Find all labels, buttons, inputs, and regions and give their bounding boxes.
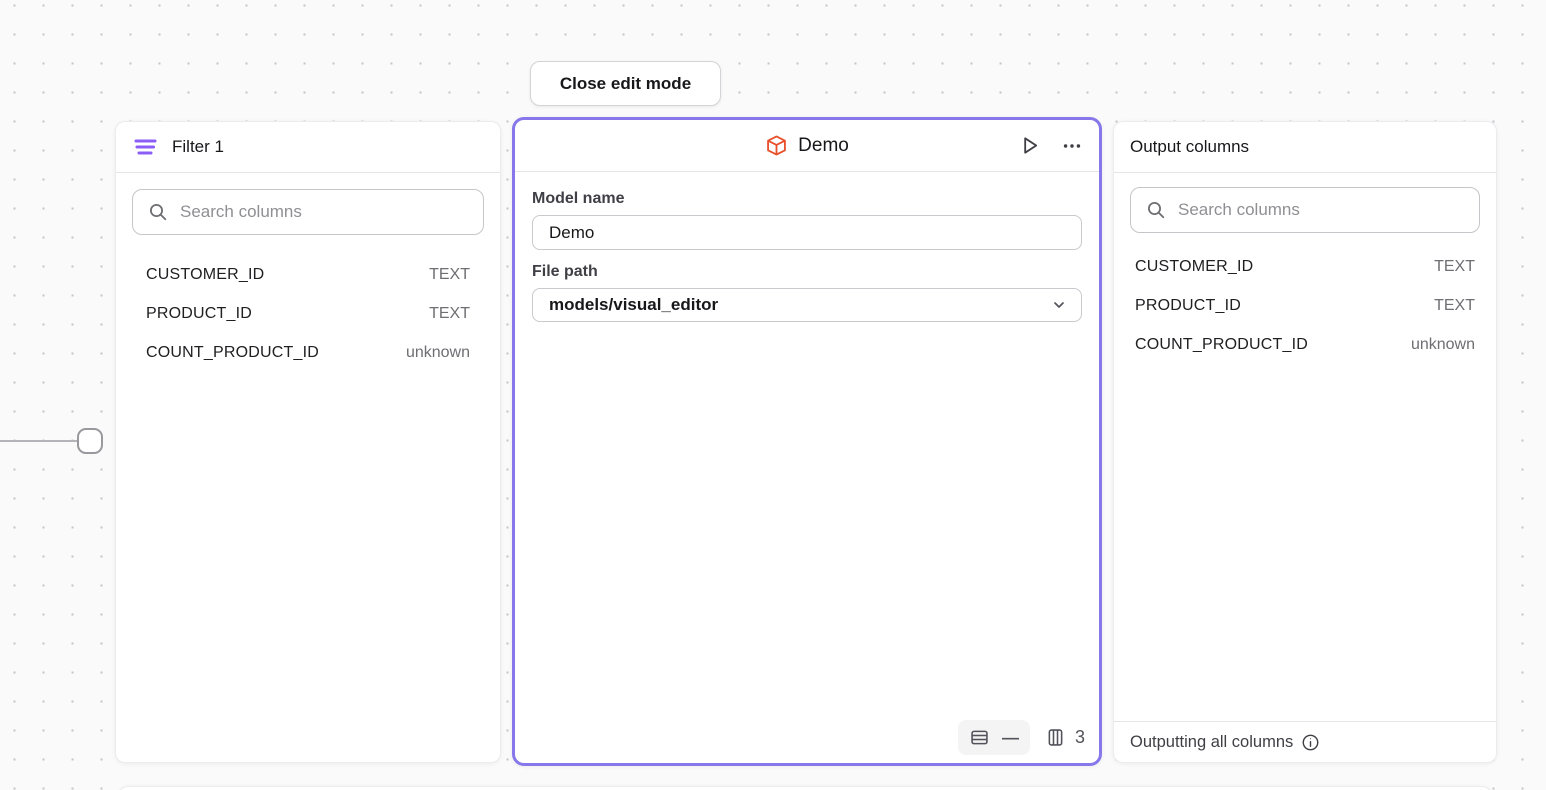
output-footer-text: Outputting all columns (1130, 732, 1294, 751)
file-path-value: models/visual_editor (549, 295, 719, 314)
close-edit-mode-button[interactable]: Close edit mode (530, 61, 721, 106)
file-path-select[interactable]: models/visual_editor (532, 288, 1082, 322)
more-options-button[interactable] (1059, 133, 1085, 159)
play-icon (1018, 134, 1041, 157)
table-rows-icon (969, 727, 990, 748)
column-row: COUNT_PRODUCT_ID unknown (1130, 325, 1480, 364)
output-panel-title: Output columns (1130, 137, 1250, 156)
model-cube-icon (765, 134, 788, 157)
filter-panel-title: Filter 1 (172, 137, 224, 156)
column-count-badge: 3 (1045, 727, 1085, 748)
model-panel-body: Model name File path models/visual_edito… (515, 172, 1099, 340)
column-type: TEXT (429, 304, 470, 322)
column-row: PRODUCT_ID TEXT (1130, 286, 1480, 325)
edge-connector-handle[interactable] (77, 428, 103, 454)
column-name: PRODUCT_ID (146, 304, 253, 322)
column-row: PRODUCT_ID TEXT (132, 294, 484, 333)
search-icon (148, 202, 168, 222)
column-type: unknown (405, 343, 470, 361)
column-name: PRODUCT_ID (1135, 296, 1242, 314)
file-path-label: File path (532, 263, 598, 280)
column-name: COUNT_PRODUCT_ID (1135, 335, 1308, 353)
column-row: CUSTOMER_ID TEXT (132, 255, 484, 294)
filter-icon (132, 136, 158, 158)
model-name-label: Model name (532, 190, 625, 207)
column-name: CUSTOMER_ID (146, 265, 265, 283)
edge-connector-line (0, 440, 79, 442)
column-row: COUNT_PRODUCT_ID unknown (132, 333, 484, 372)
info-icon[interactable] (1301, 733, 1320, 752)
table-columns-icon (1045, 727, 1066, 748)
model-name-input[interactable] (532, 215, 1082, 250)
search-icon (1146, 200, 1166, 220)
model-stats-footer: — 3 (957, 720, 1085, 755)
output-column-list: CUSTOMER_ID TEXT PRODUCT_ID TEXT COUNT_P… (1114, 247, 1496, 364)
filter-panel-header: Filter 1 (116, 122, 500, 173)
ellipsis-icon (1061, 135, 1083, 157)
row-count-value: — (1001, 728, 1019, 747)
output-search-box[interactable] (1130, 187, 1480, 233)
model-panel-header: Demo (515, 120, 1099, 172)
column-type: TEXT (1434, 296, 1475, 314)
model-panel-title: Demo (798, 134, 849, 156)
row-count-badge: — (957, 720, 1030, 755)
column-type: TEXT (429, 265, 470, 283)
column-count-value: 3 (1074, 727, 1085, 747)
bottom-panel-partial[interactable] (118, 786, 1492, 790)
column-row: CUSTOMER_ID TEXT (1130, 247, 1480, 286)
column-name: COUNT_PRODUCT_ID (146, 343, 319, 361)
column-name: CUSTOMER_ID (1135, 257, 1254, 275)
run-model-button[interactable] (1016, 132, 1043, 159)
column-type: TEXT (1434, 257, 1475, 275)
output-panel-footer: Outputting all columns (1114, 721, 1496, 762)
filter-column-list: CUSTOMER_ID TEXT PRODUCT_ID TEXT COUNT_P… (116, 255, 500, 372)
output-search-input[interactable] (1178, 200, 1464, 220)
column-type: unknown (1410, 335, 1475, 353)
output-panel-header: Output columns (1114, 122, 1496, 173)
filter-search-box[interactable] (132, 189, 484, 235)
output-columns-panel[interactable]: Output columns CUSTOMER_ID TEXT PRODUCT_… (1113, 121, 1497, 763)
filter-search-input[interactable] (180, 202, 468, 222)
chevron-down-icon (1051, 297, 1067, 313)
model-node-panel[interactable]: Demo (512, 117, 1102, 766)
filter-node-panel[interactable]: Filter 1 CUSTOMER_ID TEXT PRODUCT_ID TEX… (115, 121, 501, 763)
